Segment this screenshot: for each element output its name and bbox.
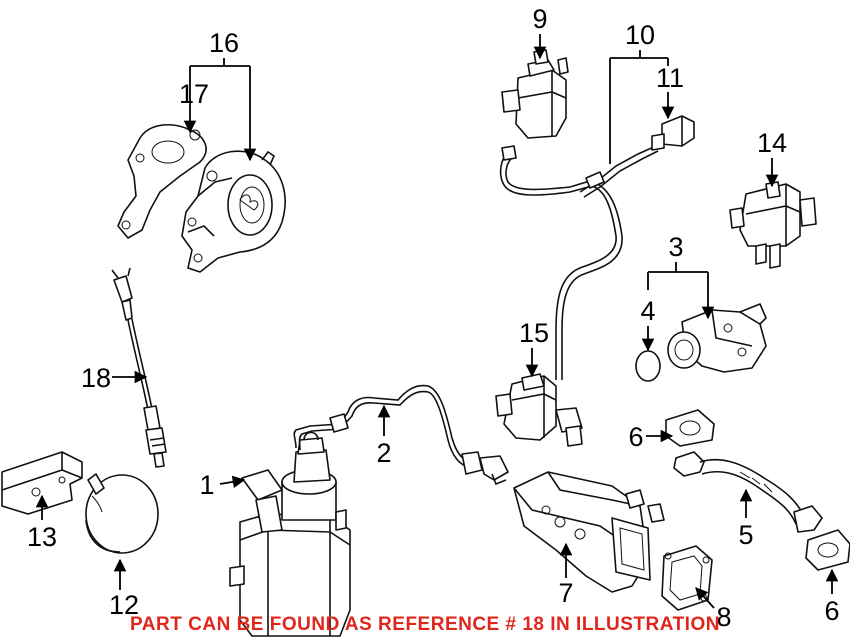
callout-4: 4 [640, 296, 655, 326]
check-valve-part [651, 115, 695, 151]
egr-cooler-part [513, 471, 665, 593]
gasket-upper-part [665, 409, 715, 447]
leader-lines [35, 34, 839, 609]
callout-1: 1 [199, 470, 214, 500]
oxygen-sensor-part [111, 267, 167, 468]
callout-9: 9 [532, 4, 547, 34]
vacuum-line-part [499, 145, 659, 380]
gasket-lower-part [805, 529, 850, 571]
callout-11: 11 [656, 63, 684, 93]
solenoid-valve-side-part [729, 181, 817, 269]
solenoid-valve-bottom-part [495, 373, 583, 447]
callout-5: 5 [738, 520, 753, 550]
callout-7: 7 [558, 578, 573, 608]
reference-note: PART CAN BE FOUND AS REFERENCE # 18 IN I… [130, 614, 720, 635]
o-ring-part [635, 350, 661, 382]
callout-8: 8 [716, 602, 731, 632]
cooler-gasket-part [661, 545, 713, 611]
callout-6-upper: 6 [628, 422, 643, 452]
vacuum-pump-part [181, 150, 286, 273]
callout-15: 15 [519, 318, 549, 348]
egr-pipe-part [673, 451, 823, 533]
bracket-part [1, 451, 83, 515]
solenoid-valve-top-part [501, 49, 569, 139]
filter-cap-part [85, 473, 159, 554]
callout-17: 17 [179, 79, 209, 109]
callout-10: 10 [625, 20, 655, 50]
vacuum-hose-part [329, 384, 509, 486]
callout-12: 12 [109, 590, 139, 620]
callout-2: 2 [376, 438, 391, 468]
callout-3: 3 [668, 232, 683, 262]
callout-14: 14 [757, 128, 787, 158]
egr-valve-part [667, 303, 767, 373]
callout-6-lower: 6 [824, 596, 839, 626]
charcoal-canister-part [229, 423, 351, 637]
callout-13: 13 [27, 522, 57, 552]
callout-18: 18 [81, 363, 111, 393]
callout-numbers: 16 17 9 10 11 14 3 4 15 18 1 2 6 5 7 8 6… [27, 4, 840, 632]
callout-16: 16 [209, 28, 239, 58]
